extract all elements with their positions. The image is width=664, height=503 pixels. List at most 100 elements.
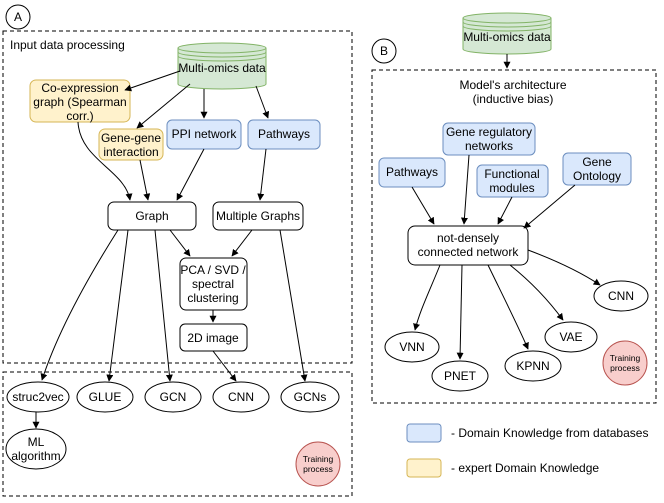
network-line-2: connected network xyxy=(418,245,520,259)
architecture-title-2: (inductive bias) xyxy=(473,92,554,106)
legend-expert-label: - expert Domain Knowledge xyxy=(451,461,599,475)
grn-line-2: networks xyxy=(465,139,513,153)
functional-modules-node xyxy=(476,164,549,198)
architecture-box xyxy=(371,69,657,404)
struc2vec-node xyxy=(6,381,70,413)
multi-omics-label-b: Multi-omics data xyxy=(463,30,551,44)
architecture-title-1: Model's architecture xyxy=(459,78,566,92)
vnn-node xyxy=(384,331,440,363)
arrow-genegene-to-graph xyxy=(139,159,151,201)
panel-b-letter: B xyxy=(380,44,388,58)
arrow-coexpr-to-graph xyxy=(77,121,133,201)
arrow-pathways-to-network xyxy=(411,186,435,225)
gcn-label: GCN xyxy=(160,390,187,404)
arrow-multigraphs-to-gcns xyxy=(279,229,308,382)
multiple-graphs-label: Multiple Graphs xyxy=(216,209,300,223)
gene-gene-line-2: interaction xyxy=(103,145,158,159)
ml-line-1: ML xyxy=(28,435,45,449)
cnn-label-a: CNN xyxy=(228,390,254,404)
gcn-node xyxy=(144,381,202,413)
gene-gene-interaction-node xyxy=(98,128,164,161)
arrow-graph-to-gcn xyxy=(154,229,173,382)
cnn-node-a xyxy=(212,381,270,413)
functional-line-1: Functional xyxy=(484,167,539,181)
struc2vec-label: struc2vec xyxy=(12,390,63,404)
arrow-network-to-kpnn xyxy=(487,264,529,350)
gcns-label: GCNs xyxy=(294,390,327,404)
coexpression-line-2: graph (Spearman xyxy=(33,95,126,109)
panel-b-badge xyxy=(371,38,397,64)
arrow-functional-to-network xyxy=(497,196,513,225)
input-processing-box xyxy=(2,30,353,364)
multi-omics-database-icon xyxy=(177,42,267,90)
pca-line-3: clustering xyxy=(187,291,238,305)
ml-algorithm-node xyxy=(5,428,67,470)
functional-line-2: modules xyxy=(489,181,534,195)
arrow-graph-to-glue xyxy=(106,229,129,382)
pathways-label-a: Pathways xyxy=(258,127,310,141)
arrow-ppi-to-graph xyxy=(176,148,205,201)
ml-line-2: algorithm xyxy=(11,449,60,463)
multi-omics-label-a: Multi-omics data xyxy=(178,61,266,75)
vae-label: VAE xyxy=(559,330,582,344)
ppi-network-label: PPI network xyxy=(172,127,238,141)
panel-a-letter: A xyxy=(14,10,22,24)
not-densely-connected-network-node xyxy=(407,225,529,266)
multiple-graphs-node xyxy=(212,201,304,231)
cnn-node-b xyxy=(593,280,649,312)
arrow-network-to-vnn xyxy=(413,264,441,331)
pca-line-1: PCA / SVD / xyxy=(180,263,246,277)
multi-omics-database-icon-b xyxy=(462,12,552,55)
arrow-network-to-vae xyxy=(509,264,564,321)
arrow-omics-to-genegene xyxy=(136,83,191,129)
training-b-line-2: process xyxy=(610,363,640,373)
pathways-label-b: Pathways xyxy=(386,165,438,179)
pnet-node xyxy=(431,360,489,392)
arrow-pathways-to-multigraphs xyxy=(257,148,267,201)
network-line-1: not-densely xyxy=(437,231,499,245)
legend-db-swatch xyxy=(406,423,442,443)
arrow-network-to-cnn xyxy=(527,249,601,286)
ontology-line-1: Gene xyxy=(582,155,612,169)
graph-node xyxy=(107,201,197,231)
panel-b-connectors xyxy=(411,54,601,360)
arrow-graph-to-struc2vec xyxy=(40,229,119,381)
image-2d-label: 2D image xyxy=(187,331,239,345)
gcns-node xyxy=(280,381,340,413)
training-process-badge-a xyxy=(295,441,341,487)
panel-a-connectors xyxy=(32,70,308,429)
arrow-image-to-cnn xyxy=(212,350,237,382)
vae-node xyxy=(544,321,598,353)
input-processing-title: Input data processing xyxy=(10,38,125,52)
glue-label: GLUE xyxy=(89,390,122,404)
arrow-network-to-pnet xyxy=(456,264,464,360)
ontology-line-2: Ontology xyxy=(573,169,621,183)
arrow-graph-to-pca xyxy=(169,229,191,257)
panel-a-badge xyxy=(5,4,31,30)
gene-regulatory-networks-node xyxy=(442,122,536,156)
pnet-label: PNET xyxy=(444,369,477,383)
training-box-a xyxy=(2,371,353,497)
arrow-multigraphs-to-pca xyxy=(231,229,253,257)
coexpression-line-1: Co-expression xyxy=(41,81,118,95)
training-process-badge-b xyxy=(602,340,648,386)
kpnn-label: KPNN xyxy=(516,359,549,373)
arrow-omics-to-pathways xyxy=(255,85,270,119)
pathways-node-a xyxy=(247,119,321,150)
gene-gene-line-1: Gene-gene xyxy=(101,131,161,145)
arrow-grn-to-network xyxy=(460,154,470,225)
coexpression-graph-node xyxy=(29,79,131,123)
gene-ontology-node xyxy=(562,152,632,186)
legend-expert-swatch xyxy=(406,458,442,478)
grn-line-1: Gene regulatory xyxy=(446,125,532,139)
glue-node xyxy=(76,381,134,413)
graph-label: Graph xyxy=(135,209,168,223)
arrow-omics-to-coexpr xyxy=(124,70,181,92)
arrow-ontology-to-network xyxy=(523,184,576,229)
vnn-label: VNN xyxy=(399,340,424,354)
legend-db-label: - Domain Knowledge from databases xyxy=(451,426,648,440)
training-a-line-2: process xyxy=(303,464,333,474)
coexpression-line-3: corr.) xyxy=(66,109,93,123)
pca-line-2: spectral xyxy=(192,277,234,291)
